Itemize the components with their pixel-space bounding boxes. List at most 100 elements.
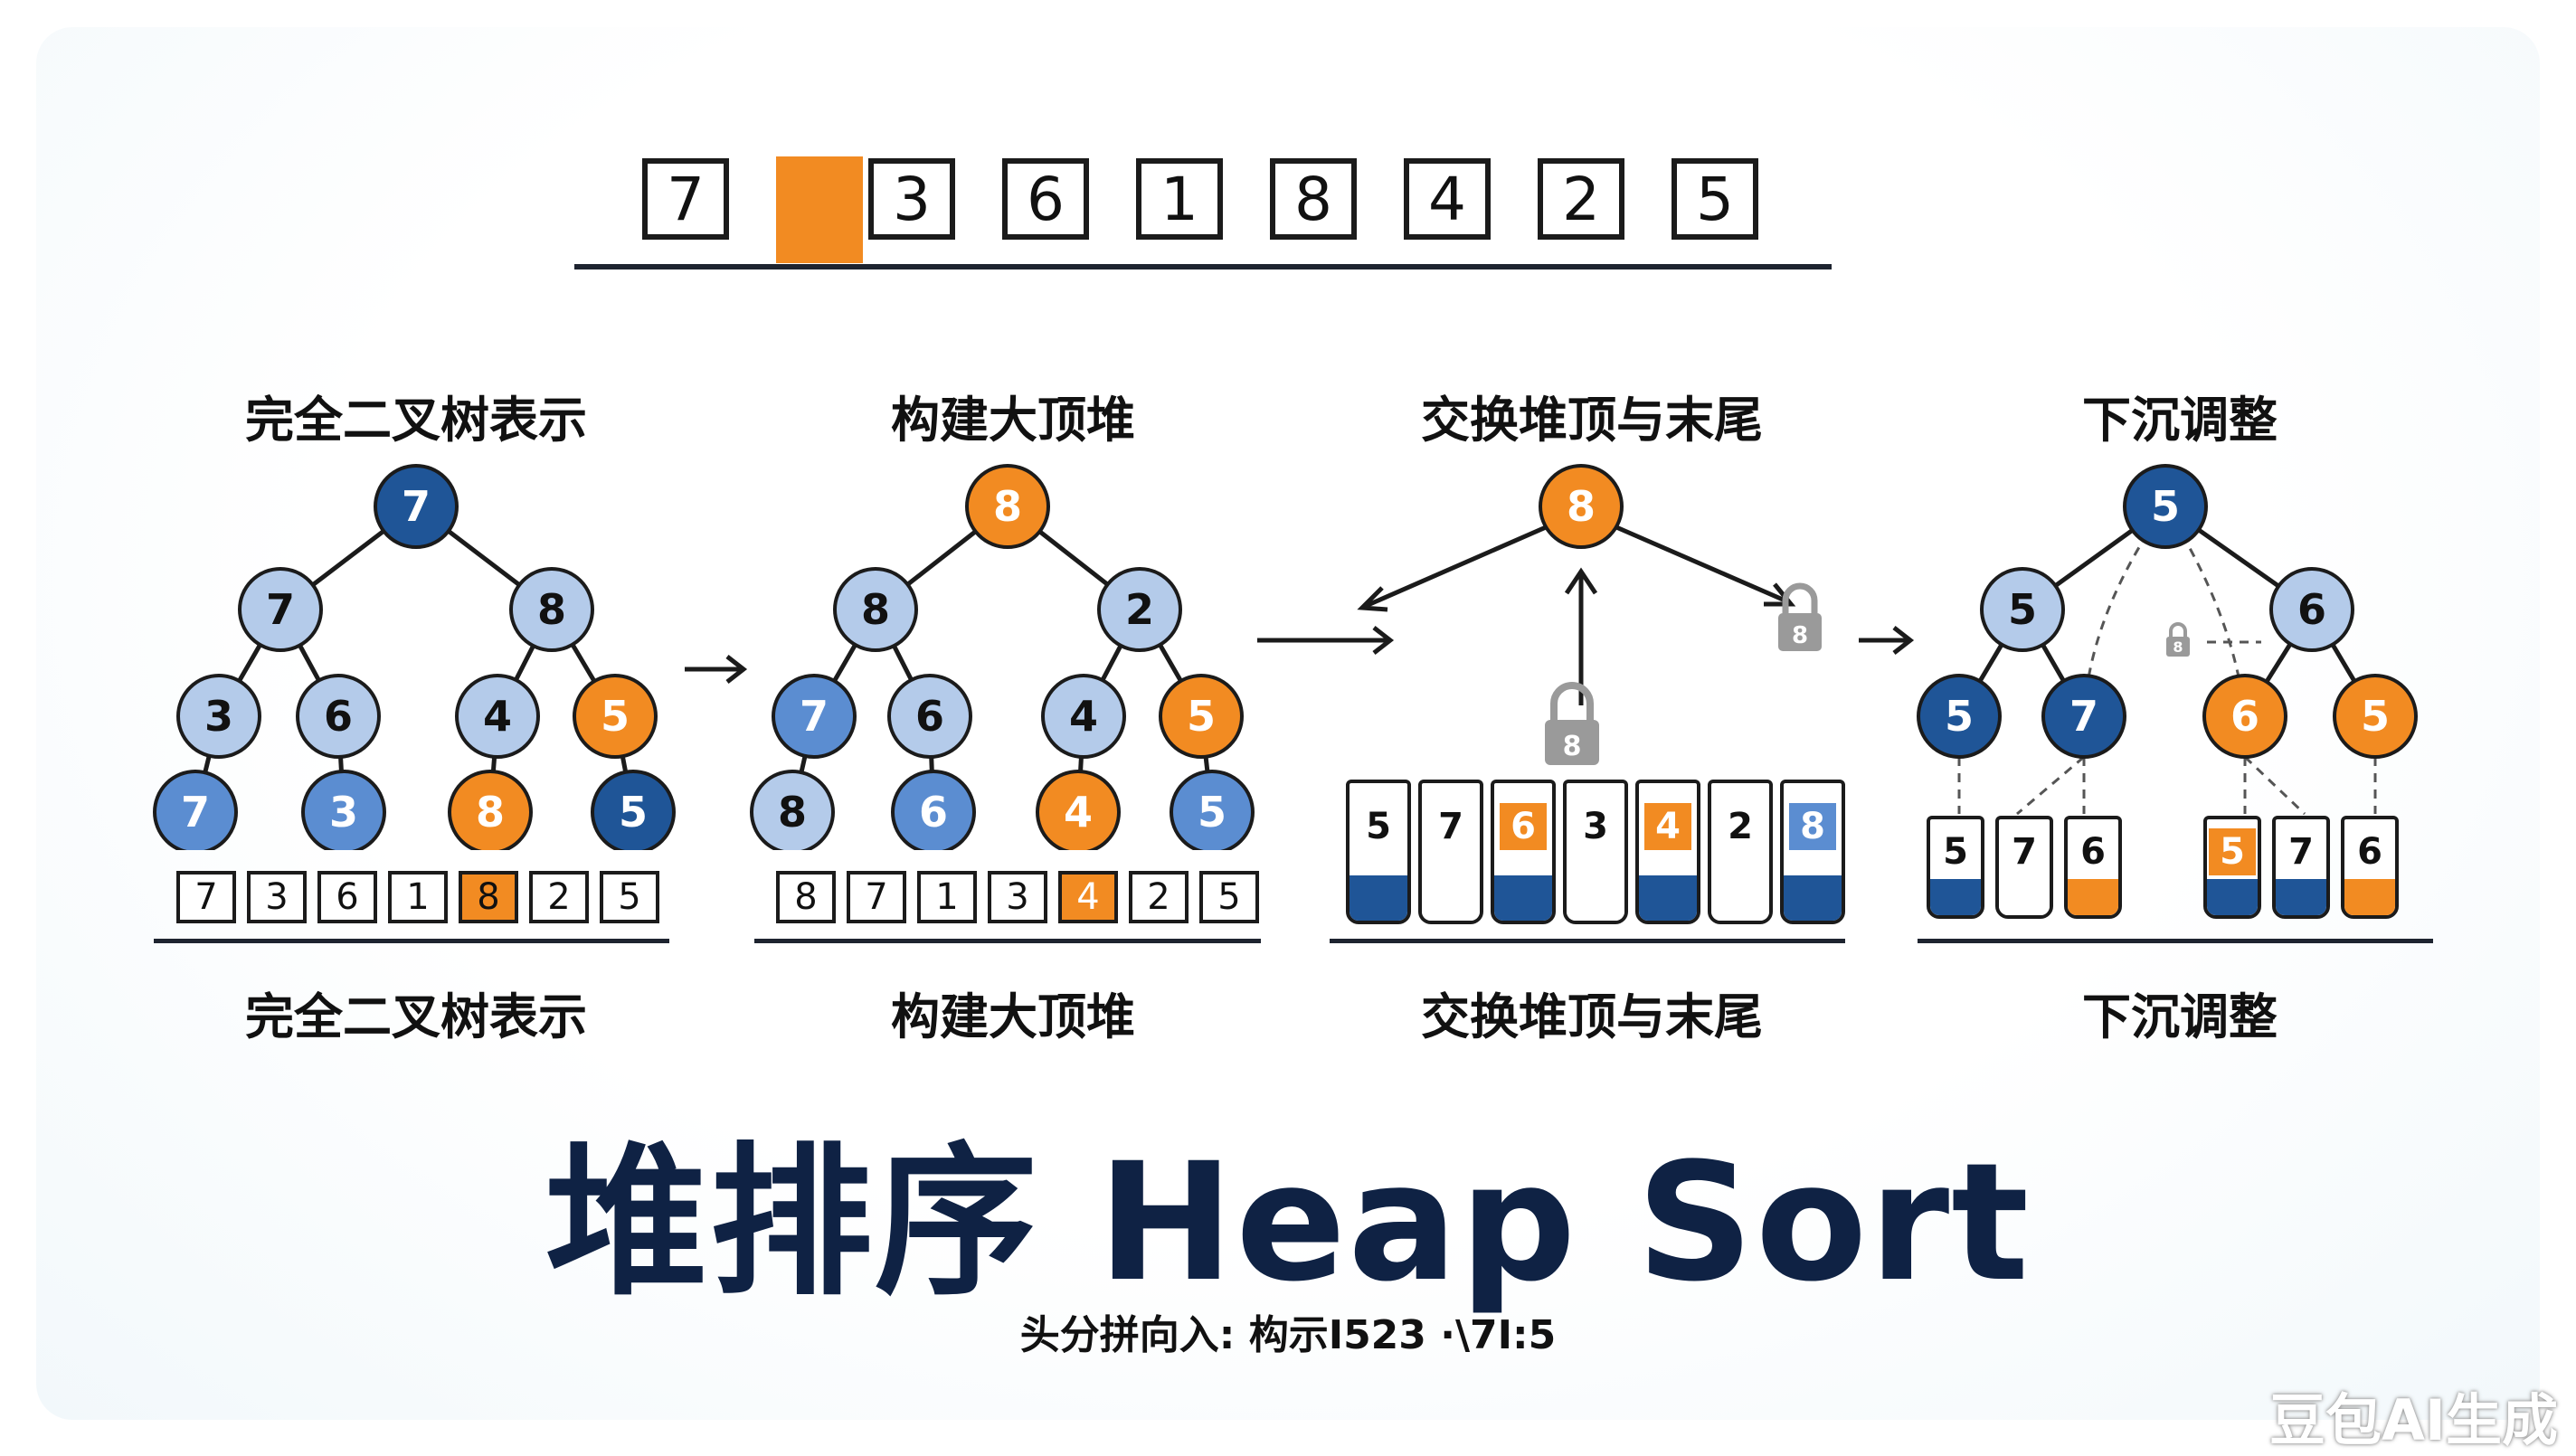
top-array-cell: 4: [1404, 158, 1491, 240]
array-cup: 7: [1418, 780, 1483, 924]
svg-text:5: 5: [1198, 788, 1226, 837]
array-representation: 8 7 1 3 4 2 5: [776, 871, 1259, 923]
tree-diagram: 7 7 8 3 6 4 5 7 3 8 5: [153, 464, 676, 850]
svg-text:6: 6: [915, 692, 944, 741]
tree-node: 5: [591, 770, 676, 850]
svg-text:5: 5: [2151, 482, 2180, 531]
array-cell: 1: [388, 871, 448, 923]
tree-node: 3: [176, 674, 261, 759]
panel-caption: 构建大顶堆: [891, 988, 1135, 1045]
array-cell: 3: [247, 871, 307, 923]
svg-text:8: 8: [1563, 731, 1582, 762]
heap-top-node: 8: [1539, 464, 1624, 549]
top-array-cell: 2: [1538, 158, 1624, 240]
svg-text:2: 2: [1125, 585, 1154, 634]
top-array-cell: 7: [642, 158, 729, 240]
watermark: 豆包AI生成: [2268, 1387, 2558, 1453]
panel-title: 下沉调整: [2082, 392, 2278, 449]
right-arrow-icon: [1257, 626, 1395, 655]
tree-node-highlighted: 5: [2333, 674, 2418, 759]
tree-node-highlighted: 8: [448, 770, 533, 850]
panel-swap-top-and-end: 交换堆顶与末尾 8 8 8 5 7 6 3 4 2 8 交换堆顶与末尾: [1330, 344, 1854, 1067]
svg-text:8: 8: [1567, 482, 1596, 531]
tree-node: 7: [772, 674, 857, 759]
tree-node: 7: [374, 464, 459, 549]
lock-icon: 8: [1778, 582, 1822, 651]
svg-text:5: 5: [601, 692, 630, 741]
top-array-cell: 3: [868, 158, 955, 240]
svg-text:3: 3: [329, 788, 358, 837]
top-array-cell: 8: [1270, 158, 1357, 240]
cup-array: 5 7 6 3 4 2 8: [1346, 780, 1845, 924]
svg-text:7: 7: [402, 482, 431, 531]
svg-text:6: 6: [324, 692, 353, 741]
array-cup: 3: [1563, 780, 1628, 924]
top-array-cell: 6: [1002, 158, 1089, 240]
array-baseline: [574, 264, 1832, 269]
array-cup: 2: [1708, 780, 1773, 924]
svg-text:8: 8: [2173, 638, 2183, 656]
array-cell: 1: [917, 871, 977, 923]
tree-node-highlighted: 4: [1036, 770, 1121, 850]
tree-diagram: 8 8 2 7 6 4 5 8 6 4 5: [750, 464, 1255, 850]
svg-text:6: 6: [2230, 692, 2259, 741]
svg-text:7: 7: [266, 585, 295, 634]
tree-node: 8: [509, 567, 594, 652]
svg-text:5: 5: [619, 788, 648, 837]
array-cell: 8: [776, 871, 836, 923]
svg-text:8: 8: [1792, 622, 1808, 649]
array-cup: 7: [1995, 816, 2053, 919]
subtitle: 头分拼向入: 构示I523 ·\7I:5: [1019, 1312, 1557, 1358]
svg-text:4: 4: [1069, 692, 1098, 741]
tree-node: 5: [1917, 674, 2002, 759]
tree-node: 7: [153, 770, 238, 850]
array-cell: 2: [1129, 871, 1189, 923]
tree-node: 4: [455, 674, 540, 759]
svg-text:4: 4: [1064, 788, 1093, 837]
panel-build-max-heap: 构建大顶堆 8 8 2 7 6 4 5 8 6 4 5 8 7 1 3 4 2 …: [742, 344, 1284, 1067]
panel-baseline: [754, 939, 1261, 943]
panel-complete-binary-tree: 完全二叉树表示 7 7 8 3 6 4 5 7 3 8 5 7 3 6 1 8 …: [145, 344, 687, 1067]
input-array: 7 3 6 1 8 4 2 5: [0, 0, 2576, 289]
right-arrow-icon: [1859, 626, 1915, 655]
array-cup: 8: [1780, 780, 1845, 924]
tree-node-highlighted: 5: [573, 674, 658, 759]
lock-icon: 8: [2166, 622, 2190, 657]
swap-diagram: 8 8 8: [1357, 464, 1822, 765]
tree-node-highlighted: 5: [1159, 674, 1244, 759]
cup-array-right: 5 7 6: [2203, 816, 2399, 919]
array-cell-highlighted: 4: [1058, 871, 1118, 923]
array-cup: 7: [2272, 816, 2330, 919]
svg-text:5: 5: [2361, 692, 2390, 741]
array-cell: 7: [847, 871, 906, 923]
tree-node: 5: [1170, 770, 1255, 850]
svg-text:5: 5: [2008, 585, 2037, 634]
tree-node: 4: [1041, 674, 1126, 759]
main-title: 堆排序 Heap Sort: [545, 1129, 2031, 1318]
panel-title: 交换堆顶与末尾: [1421, 392, 1763, 449]
array-cell-highlighted: 8: [459, 871, 518, 923]
array-cup: 5: [1346, 780, 1411, 924]
tree-node: 2: [1097, 567, 1182, 652]
array-cup: 6: [2341, 816, 2399, 919]
panel-caption: 下沉调整: [2082, 988, 2278, 1045]
svg-text:8: 8: [861, 585, 890, 634]
array-cup: 5: [2203, 816, 2261, 919]
svg-text:8: 8: [537, 585, 566, 634]
panel-caption: 交换堆顶与末尾: [1421, 988, 1763, 1045]
svg-text:3: 3: [204, 692, 233, 741]
panel-baseline: [1330, 939, 1845, 943]
tree-node: 6: [2269, 567, 2354, 652]
top-array-cell: 1: [1136, 158, 1223, 240]
top-array-cell: 5: [1672, 158, 1758, 240]
array-cup: 5: [1927, 816, 1984, 919]
tree-node: 5: [2123, 464, 2208, 549]
svg-text:8: 8: [778, 788, 807, 837]
panel-sift-down: 下沉调整 8 5 5 6 5 7 6 5 5 7 6 5: [1908, 344, 2451, 1067]
tree-node: 7: [238, 567, 323, 652]
array-cup: 6: [2064, 816, 2122, 919]
tree-node: 8: [833, 567, 918, 652]
panel-baseline: [1918, 939, 2433, 943]
tree-node: 7: [2041, 674, 2126, 759]
right-arrow-icon: [685, 655, 748, 684]
